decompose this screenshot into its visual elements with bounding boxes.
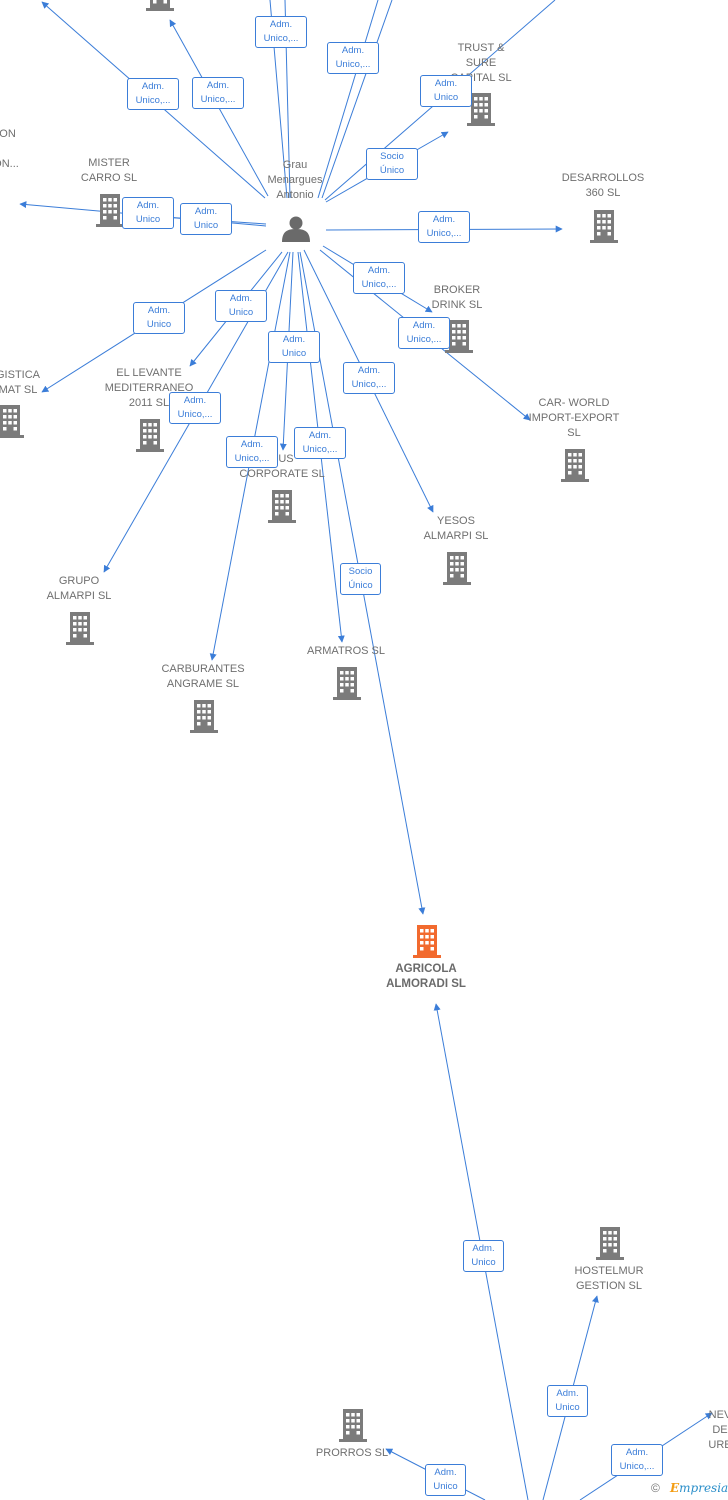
edge-role-label[interactable]: Adm. Unico [425, 1464, 466, 1496]
edge-role-label[interactable]: Adm. Unico,... [611, 1444, 663, 1476]
building-icon[interactable] [333, 667, 361, 700]
building-icon[interactable] [0, 405, 24, 438]
company-label-hostelmur[interactable]: HOSTELMUR GESTION SL [574, 1265, 644, 1292]
edge-to-top-4 [321, 0, 393, 199]
edge-role-label[interactable]: Adm. Unico,... [398, 317, 450, 349]
company-label-armatros[interactable]: ARMATROS SL [306, 645, 386, 657]
edge-role-label[interactable]: Adm. Unico,... [226, 436, 278, 468]
building-icon[interactable] [561, 449, 589, 482]
building-icon[interactable] [136, 419, 164, 452]
company-label-carworld[interactable]: CAR- WORLD IMPORT-EXPORT SL [528, 397, 620, 439]
building-icon[interactable] [96, 194, 124, 227]
edge-role-label[interactable]: Adm. Unico,... [418, 211, 470, 243]
building-icon[interactable] [443, 552, 471, 585]
edge-role-label[interactable]: Adm. Unico [268, 331, 320, 363]
building-icon[interactable] [190, 700, 218, 733]
edge-role-label[interactable]: Adm. Unico,... [327, 42, 379, 74]
person-label[interactable]: Grau Menargues Antonio [267, 159, 323, 201]
copyright-symbol: © [651, 1481, 660, 1495]
building-icon[interactable] [66, 612, 94, 645]
edge-role-label[interactable]: Adm. Unico,... [353, 262, 405, 294]
edge-to-top-3 [317, 0, 379, 199]
company-label-yesos[interactable]: YESOS ALMARPI SL [423, 515, 489, 542]
edge-role-label[interactable]: Adm. Unico,... [343, 362, 395, 394]
company-label-logistica[interactable]: GISTICA MAT SL [0, 369, 41, 396]
edge-role-label[interactable]: Adm. Unico [547, 1385, 588, 1417]
empresia-logo[interactable]: Empresia [670, 1481, 728, 1495]
edge-role-label[interactable]: Adm. Unico [180, 203, 232, 235]
edge-role-label[interactable]: Adm. Unico [215, 290, 267, 322]
company-label-prorros[interactable]: PRORROS SL [315, 1447, 389, 1459]
edge-role-label[interactable]: Adm. Unico [463, 1240, 504, 1272]
building-icon[interactable] [339, 1409, 367, 1442]
building-icon[interactable] [268, 490, 296, 523]
focus-company-label[interactable]: AGRICOLA ALMORADI SL [386, 963, 466, 990]
company-label-new[interactable]: NEV DE URE [708, 1409, 728, 1451]
company-label-levante[interactable]: EL LEVANTE MEDITERRANEO 2011 SL [104, 367, 194, 409]
company-label-grupo[interactable]: GRUPO ALMARPI SL [46, 575, 112, 602]
edge-role-label[interactable]: Adm. Unico [133, 302, 185, 334]
company-label-broker[interactable]: BROKER DRINK SL [431, 284, 483, 311]
edge-role-label[interactable]: Adm. Unico,... [127, 78, 179, 110]
company-label-desarrollos[interactable]: DESARROLLOS 360 SL [561, 172, 645, 199]
building-icon[interactable] [590, 210, 618, 243]
company-label-mister[interactable]: MISTER CARRO SL [80, 157, 138, 184]
focus-building-icon[interactable] [413, 925, 441, 958]
edge-role-label[interactable]: Socio Único [340, 563, 381, 595]
logo-text: mpresia [679, 1481, 728, 1495]
company-label-ion[interactable]: ION ON... [0, 128, 19, 170]
edge-role-label[interactable]: Adm. Unico,... [192, 77, 244, 109]
edge-role-label[interactable]: Adm. Unico,... [255, 16, 307, 48]
logo-initial: E [670, 1481, 680, 1495]
edge-role-label[interactable]: Adm. Unico [122, 197, 174, 229]
edge-role-label[interactable]: Adm. Unico,... [294, 427, 346, 459]
company-label-carburantes[interactable]: CARBURANTES ANGRAME SL [161, 663, 245, 690]
person-icon[interactable] [282, 216, 310, 243]
edge-role-label[interactable]: Adm. Unico [420, 75, 472, 107]
building-icon[interactable] [596, 1227, 624, 1260]
edge-role-label[interactable]: Adm. Unico,... [169, 392, 221, 424]
building-icon[interactable] [146, 0, 174, 11]
edge-role-label[interactable]: Socio Único [366, 148, 418, 180]
